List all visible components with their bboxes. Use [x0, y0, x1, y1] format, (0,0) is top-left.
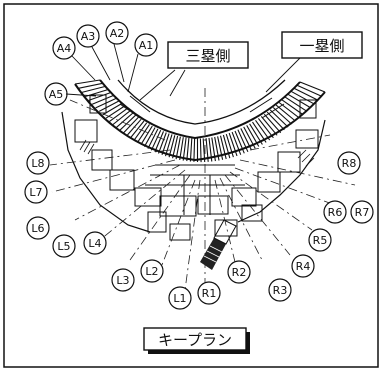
- outer-structure-left: [61, 111, 151, 233]
- zone-label-l6: L6: [26, 216, 50, 240]
- zone-label-a4: A4: [52, 36, 96, 81]
- svg-text:L7: L7: [29, 186, 42, 199]
- section-lines: [49, 88, 356, 300]
- key-plan-callout: キープラン: [143, 327, 250, 354]
- wing-hatches: [79, 139, 315, 167]
- seating-bowl-inner: [99, 79, 301, 140]
- zone-label-a3: A3: [76, 24, 111, 81]
- svg-text:R7: R7: [355, 206, 370, 219]
- zone-label-l2: L2: [140, 259, 164, 283]
- svg-text:R1: R1: [202, 287, 217, 300]
- stadium-plan: [49, 57, 356, 300]
- svg-text:R3: R3: [273, 284, 288, 297]
- zone-label-r2: R2: [227, 260, 251, 284]
- svg-text:R6: R6: [328, 206, 343, 219]
- zone-labels: A4 A3 A2 A1 A5 L8 L7: [24, 21, 374, 310]
- zone-label-l7: L7: [24, 180, 48, 204]
- svg-text:A3: A3: [81, 30, 96, 43]
- room-blocks: [74, 94, 319, 241]
- seating-hatch: [74, 79, 326, 163]
- zone-label-a1: A1: [127, 33, 158, 93]
- svg-text:L6: L6: [31, 222, 44, 235]
- zone-label-l3: L3: [111, 268, 135, 292]
- first-base-label: 一塁側: [299, 37, 344, 55]
- svg-text:A5: A5: [49, 88, 64, 101]
- zone-label-a2: A2: [105, 21, 129, 83]
- zone-label-l8: L8: [26, 151, 50, 175]
- svg-text:L2: L2: [145, 265, 158, 278]
- svg-text:R2: R2: [232, 266, 247, 279]
- key-plan-title: キープラン: [158, 331, 232, 349]
- svg-text:R5: R5: [313, 234, 328, 247]
- svg-text:R4: R4: [296, 260, 311, 273]
- svg-text:A1: A1: [139, 39, 154, 52]
- zone-label-l5: L5: [52, 234, 76, 258]
- zone-label-r1: R1: [197, 281, 221, 305]
- callout-leaders: [139, 57, 301, 101]
- outer-structure-right: [237, 119, 326, 223]
- zone-label-r5: R5: [308, 228, 332, 252]
- svg-text:L5: L5: [57, 240, 70, 253]
- field-wall: [117, 79, 286, 125]
- zone-label-l4: L4: [83, 231, 107, 255]
- stair-block: [200, 219, 237, 270]
- svg-text:L1: L1: [173, 292, 186, 305]
- svg-text:L8: L8: [31, 157, 44, 170]
- zone-label-r7: R7: [350, 200, 374, 224]
- zone-label-r8: R8: [337, 151, 361, 175]
- svg-text:A4: A4: [57, 42, 72, 55]
- svg-text:A2: A2: [110, 27, 125, 40]
- zone-label-r4: R4: [291, 254, 315, 278]
- zone-label-a5: A5: [44, 82, 97, 106]
- svg-text:R8: R8: [342, 157, 357, 170]
- svg-text:L4: L4: [88, 237, 101, 250]
- zone-label-r6: R6: [323, 200, 347, 224]
- zone-label-r3: R3: [268, 278, 292, 302]
- first-base-callout: 一塁側: [281, 31, 363, 59]
- zone-label-l1: L1: [168, 286, 192, 310]
- svg-text:L3: L3: [116, 274, 129, 287]
- third-base-callout: 三塁側: [167, 41, 249, 69]
- third-base-label: 三塁側: [185, 47, 230, 65]
